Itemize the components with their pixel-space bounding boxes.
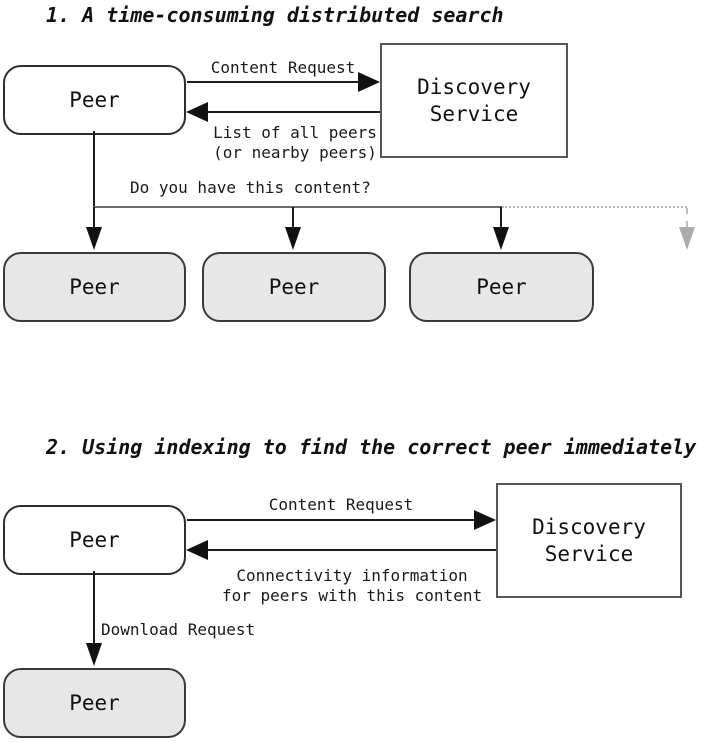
diagram2-content-request-label: Content Request	[268, 495, 414, 514]
discovery-label-line1: Discovery	[532, 514, 646, 539]
diagram1-peer-requester-box: Peer	[3, 65, 186, 135]
diagram1-peer2-box: Peer	[202, 252, 386, 322]
diagram2-download-request-label: Download Request	[101, 620, 256, 639]
diagram1-drop1-line	[93, 207, 95, 229]
discovery-label-line1: Discovery	[417, 74, 531, 99]
diagram2-download-line	[93, 571, 95, 645]
diagram1-drop2-line	[292, 207, 294, 229]
diagram1-distribution-line	[93, 206, 502, 208]
peer-list-label-line2: (or nearby peers)	[213, 143, 377, 162]
diagram1-drop1-arrowhead-icon	[86, 227, 102, 250]
diagram2-discovery-service-box: Discovery Service	[496, 483, 682, 598]
connectivity-label-line1: Connectivity information	[236, 566, 468, 585]
peer-label: Peer	[69, 528, 120, 552]
diagram2-peer-target-box: Peer	[3, 668, 186, 738]
diagram1-more-peers-arrowhead-icon	[679, 227, 695, 250]
diagram2-connectivity-line	[208, 549, 496, 551]
diagram1-more-peers-dotted-line	[502, 206, 687, 208]
peer-label: Peer	[69, 275, 120, 299]
peer-label: Peer	[69, 88, 120, 112]
diagram1-question-label: Do you have this content?	[130, 178, 371, 197]
diagram1-drop2-arrowhead-icon	[285, 227, 301, 250]
discovery-label-line2: Service	[544, 541, 634, 566]
peer-label: Peer	[268, 275, 320, 299]
peer-label: Peer	[476, 275, 527, 299]
diagram2-connectivity-label: Connectivity information for peers with …	[222, 566, 482, 606]
diagram2-peer-requester-box: Peer	[3, 505, 186, 575]
discovery-label-line2: Service	[429, 101, 519, 126]
diagram1-content-request-line	[187, 81, 360, 83]
connectivity-label-line2: for peers with this content	[222, 586, 483, 605]
diagram1-content-request-arrowhead-icon	[358, 72, 380, 92]
diagram2-content-request-arrowhead-icon	[474, 510, 496, 530]
diagram1-peer-list-line	[208, 111, 380, 113]
diagram1-peer3-box: Peer	[409, 252, 594, 322]
diagram1-drop3-arrowhead-icon	[493, 227, 509, 250]
diagram1-peer1-box: Peer	[3, 252, 186, 322]
diagram2-title: 2. Using indexing to find the correct pe…	[46, 435, 697, 459]
diagram1-discovery-service-box: Discovery Service	[380, 43, 568, 158]
peer-list-label-line1: List of all peers	[213, 123, 377, 142]
diagram1-peer-drop-line	[93, 131, 95, 207]
diagram2-connectivity-arrowhead-icon	[186, 540, 208, 560]
diagram2-content-request-line	[187, 519, 476, 521]
diagram1-peer-list-label: List of all peers (or nearby peers)	[195, 123, 395, 163]
diagram1-more-peers-dashed-drop	[686, 208, 688, 227]
diagram2-download-arrowhead-icon	[86, 643, 102, 666]
diagram1-title: 1. A time-consuming distributed search	[46, 3, 504, 27]
diagram1-drop3-line	[500, 207, 502, 229]
diagram1-content-request-label: Content Request	[210, 58, 356, 77]
peer-label: Peer	[69, 691, 120, 715]
diagram1-peer-list-arrowhead-icon	[186, 102, 208, 122]
